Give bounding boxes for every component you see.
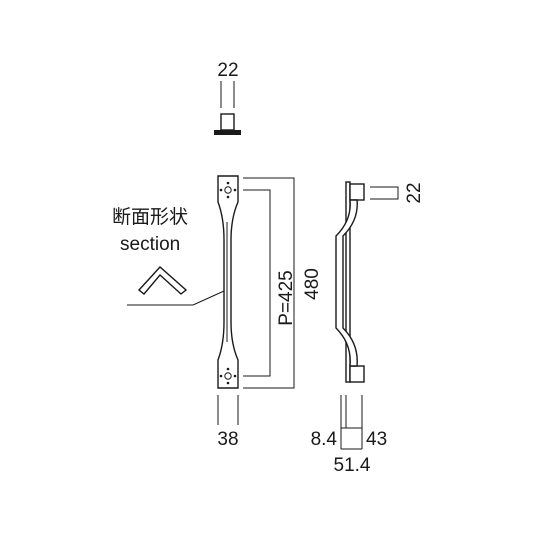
top-width-label: 22: [217, 60, 238, 81]
top-view: 22: [214, 60, 241, 135]
section-callout: 断面形状 section: [112, 206, 225, 306]
total-depth-label: 51.4: [334, 455, 371, 476]
bottom-screw-dot-top: [226, 367, 230, 371]
section-title-en: section: [120, 234, 180, 255]
mount-height-label: 22: [404, 182, 425, 203]
section-profile-shape: [137, 266, 188, 295]
vertical-dimensions: P=425 480: [243, 177, 323, 389]
bottom-screw-icon: [224, 372, 232, 380]
section-leader-line: [192, 290, 225, 306]
section-title-jp: 断面形状: [112, 206, 188, 228]
top-mount-post: [349, 183, 365, 201]
handle-front: [217, 175, 239, 389]
top-screw-dot-bottom: [226, 195, 230, 199]
top-screw-dot-left: [219, 188, 223, 192]
top-base-plate: [214, 130, 241, 135]
bottom-mount-post: [349, 365, 365, 383]
front-view: [217, 175, 239, 389]
length-dimension-line: [243, 177, 295, 389]
bottom-width-dimension: 38: [217, 395, 239, 450]
length-label: 480: [302, 268, 323, 300]
mount-plate: [345, 181, 351, 383]
mount-height-dimension: [370, 186, 399, 200]
bottom-screw-dot-right: [233, 374, 237, 378]
pitch-label: P=425: [276, 270, 297, 325]
bottom-width-label: 38: [217, 429, 238, 450]
top-screw-dot-top: [226, 181, 230, 185]
top-screw-dot-right: [233, 188, 237, 192]
top-post: [220, 113, 235, 131]
depth-dimensions: 8.4 43 51.4: [311, 395, 387, 476]
handle-side-profile: [335, 199, 358, 367]
bottom-screw-dot-bottom: [226, 381, 230, 385]
offset-right-label: 43: [366, 429, 387, 450]
top-screw-icon: [224, 186, 232, 194]
side-view: 22: [335, 181, 425, 383]
offset-left-label: 8.4: [311, 429, 338, 450]
bottom-screw-dot-left: [219, 374, 223, 378]
pitch-dimension-line: [243, 189, 271, 377]
